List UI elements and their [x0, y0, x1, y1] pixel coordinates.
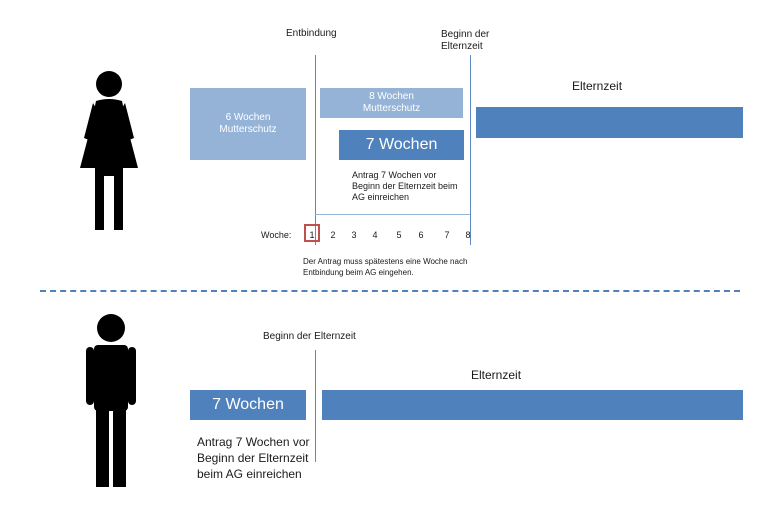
- mutterschutz-after-text: 8 Wochen Mutterschutz: [362, 91, 421, 114]
- elternzeit-bar-top: [476, 107, 743, 138]
- begin-elternzeit-label: Beginn der Elternzeit: [441, 29, 490, 52]
- antrag-note-bottom: Antrag 7 Wochen vor Beginn der Elternzei…: [197, 435, 310, 481]
- deadline-note: Der Antrag muss spätestens eine Woche na…: [303, 257, 468, 277]
- week-number: 2: [330, 230, 336, 240]
- seven-weeks-box-top: 7 Wochen: [339, 130, 464, 160]
- man-icon: [86, 314, 136, 487]
- seven-weeks-text-top: 7 Wochen: [365, 136, 438, 153]
- week-number: 1: [309, 230, 315, 240]
- seven-weeks-text-bottom: 7 Wochen: [212, 396, 284, 413]
- section-separator: [40, 290, 740, 292]
- week-1-highlight: [304, 224, 320, 242]
- begin-elternzeit-line: [470, 55, 471, 245]
- elternzeit-label-bottom: Elternzeit: [471, 368, 522, 382]
- week-number: 4: [372, 230, 378, 240]
- mutterschutz-before-text: 6 Wochen Mutterschutz: [219, 112, 277, 135]
- antrag-note-top: Antrag 7 Wochen vor Beginn der Elternzei…: [352, 170, 458, 202]
- week-number: 6: [418, 230, 424, 240]
- seven-weeks-box-bottom: 7 Wochen: [190, 390, 306, 420]
- mutterschutz-after-box: 8 Wochen Mutterschutz: [320, 88, 463, 118]
- birth-line: [315, 55, 316, 245]
- woman-icon: [80, 71, 138, 230]
- week-number: 5: [396, 230, 402, 240]
- week-number: 7: [444, 230, 450, 240]
- elternzeit-label-top: Elternzeit: [572, 79, 623, 93]
- week-number: 3: [351, 230, 357, 240]
- elternzeit-bar-bottom: [322, 390, 743, 420]
- week-timeline-line: [315, 214, 470, 215]
- week-label: Woche:: [261, 230, 292, 240]
- birth-label: Entbindung: [286, 28, 337, 39]
- mutterschutz-before-box: 6 Wochen Mutterschutz: [190, 88, 306, 160]
- week-number: 8: [465, 230, 471, 240]
- begin-elternzeit-label-bottom: Beginn der Elternzeit: [263, 331, 356, 342]
- begin-elternzeit-line-bottom: [315, 350, 316, 462]
